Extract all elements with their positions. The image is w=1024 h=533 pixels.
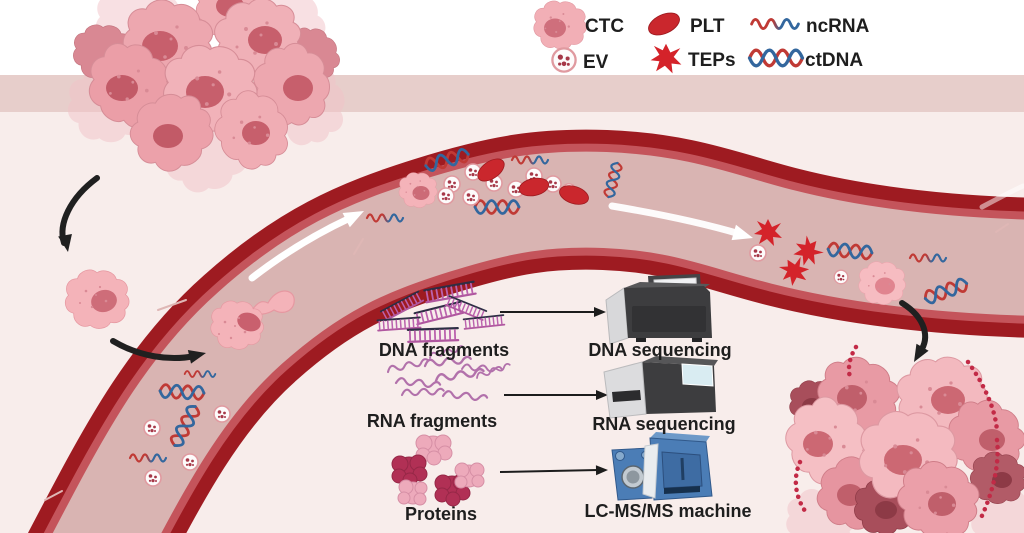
rna-sequencing-label: RNA sequencing [592, 414, 735, 434]
lcmsms-machine-icon [611, 432, 713, 501]
intravasation-arrow [110, 338, 206, 364]
legend: CTC PLT ncRNA EV TEPs ctDNA [533, 0, 870, 74]
ctc-in-vessel [398, 172, 438, 208]
ctc-cell-icon [533, 0, 587, 50]
ctc-right [858, 261, 906, 305]
proteins-icon [391, 434, 485, 507]
legend-item-plt: PLT [644, 8, 725, 40]
ev-icon [551, 47, 577, 73]
ctc-shed-cell [64, 269, 130, 329]
blood-flow-arrow-right [608, 202, 753, 241]
intravasating-ctc [210, 290, 295, 350]
lcmsms-label: LC-MS/MS machine [584, 501, 751, 521]
microvessel-dots [793, 344, 1000, 523]
dna-sequencer-icon [605, 274, 712, 345]
metastatic-tumor [771, 347, 1024, 533]
rna-sequencer-icon [603, 356, 718, 419]
primary-tumor [67, 0, 360, 204]
proteins-label: Proteins [405, 504, 477, 524]
dna-fragments-label: DNA fragments [379, 340, 509, 360]
shedding-arrow [58, 175, 100, 252]
legend-item-ev: EV [551, 47, 609, 73]
dna-sequencing-label: DNA sequencing [588, 340, 731, 360]
legend-label-ctc: CTC [585, 16, 624, 37]
legend-label-ncrna: ncRNA [806, 16, 870, 37]
extravasation-arrow [899, 300, 929, 362]
endothelium-junctions [44, 223, 1009, 501]
blood-flow-arrow-left [248, 211, 364, 282]
sample-arrows [499, 307, 608, 476]
legend-item-ctdna: ctDNA [747, 48, 863, 71]
rna-fragments-label: RNA fragments [367, 411, 497, 431]
legend-item-ncrna: ncRNA [750, 16, 870, 37]
legend-label-ctdna: ctDNA [805, 50, 863, 71]
blood-flow-streak [979, 183, 1024, 210]
legend-item-ctc: CTC [533, 0, 624, 50]
legend-label-ev: EV [583, 52, 609, 73]
legend-label-teps: TEPs [688, 50, 736, 71]
legend-item-teps: TEPs [650, 43, 736, 74]
legend-label-plt: PLT [690, 16, 725, 37]
